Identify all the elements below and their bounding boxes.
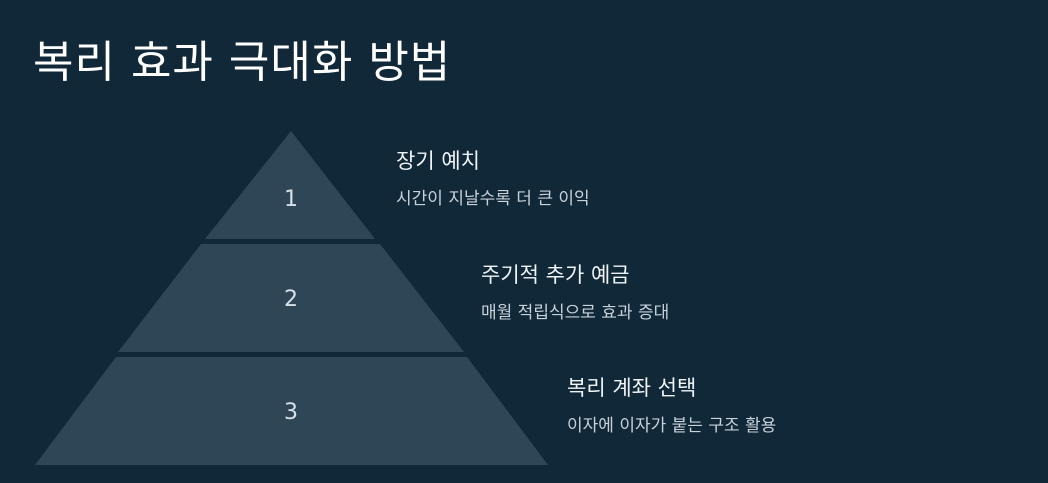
tier-number-2: 2 xyxy=(284,287,298,312)
pyramid-tier-1 xyxy=(205,131,375,239)
page-title: 복리 효과 극대화 방법 xyxy=(33,37,452,88)
pyramid-tier-2 xyxy=(118,244,464,352)
tier-number-1: 1 xyxy=(284,187,298,212)
tier-number-3: 3 xyxy=(284,400,298,425)
step-3: 복리 계좌 선택 이자에 이자가 붙는 구조 활용 xyxy=(567,374,776,438)
step-2-title: 주기적 추가 예금 xyxy=(481,263,630,287)
step-3-description: 이자에 이자가 붙는 구조 활용 xyxy=(567,416,777,436)
step-2-description: 매월 적립식으로 효과 증대 xyxy=(481,303,670,323)
step-1-description: 시간이 지날수록 더 큰 이익 xyxy=(396,189,590,209)
step-2: 주기적 추가 예금 매월 적립식으로 효과 증대 xyxy=(481,261,669,325)
step-1-title: 장기 예치 xyxy=(396,149,480,173)
pyramid-tier-3 xyxy=(35,357,548,465)
step-1: 장기 예치 시간이 지날수록 더 큰 이익 xyxy=(396,147,590,211)
step-3-title: 복리 계좌 선택 xyxy=(567,376,697,400)
